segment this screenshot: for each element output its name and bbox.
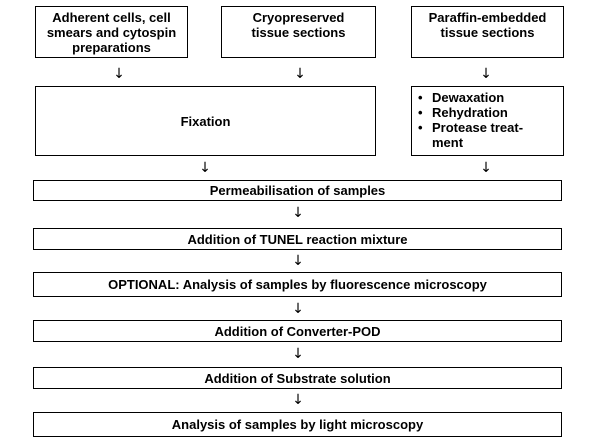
pretreatment-step-rehydration: Rehydration	[416, 105, 532, 120]
pretreatment-list: Dewaxation Rehydration Protease treat-me…	[416, 90, 532, 150]
paraffin-pretreatment-box: Dewaxation Rehydration Protease treat-me…	[411, 86, 564, 156]
pretreatment-step-dewaxation: Dewaxation	[416, 90, 532, 105]
arrow-down-icon: ↓	[480, 160, 492, 176]
step-permeabilisation: Permeabilisation of samples	[33, 180, 562, 201]
step-light-microscopy: Analysis of samples by light microscopy	[33, 412, 562, 437]
arrow-down-icon: ↓	[480, 66, 492, 82]
step-converter-pod: Addition of Converter-POD	[33, 320, 562, 342]
step-substrate-solution-label: Addition of Substrate solution	[204, 370, 391, 386]
step-substrate-solution: Addition of Substrate solution	[33, 367, 562, 389]
step-permeabilisation-label: Permeabilisation of samples	[209, 183, 386, 198]
arrow-down-icon: ↓	[199, 160, 211, 176]
arrow-down-icon: ↓	[292, 392, 304, 408]
arrow-down-icon: ↓	[292, 205, 304, 221]
input-box-paraffin: Paraffin-embedded tissue sections	[411, 6, 564, 58]
step-tunel-reaction-label: Addition of TUNEL reaction mixture	[187, 231, 408, 247]
arrow-down-icon: ↓	[294, 66, 306, 82]
pretreatment-step-protease: Protease treat-ment	[416, 120, 532, 150]
step-tunel-reaction: Addition of TUNEL reaction mixture	[33, 228, 562, 250]
input-box-cryopreserved: Cryopreserved tissue sections	[221, 6, 376, 58]
step-fluorescence-microscopy-label: OPTIONAL: Analysis of samples by fluores…	[108, 277, 487, 292]
arrow-down-icon: ↓	[292, 301, 304, 317]
step-converter-pod-label: Addition of Converter-POD	[214, 323, 381, 339]
input-label-cryopreserved: Cryopreserved tissue sections	[251, 10, 346, 40]
input-label-paraffin: Paraffin-embedded tissue sections	[428, 10, 547, 40]
arrow-down-icon: ↓	[292, 253, 304, 269]
arrow-down-icon: ↓	[113, 66, 125, 82]
step-fluorescence-microscopy: OPTIONAL: Analysis of samples by fluores…	[33, 272, 562, 297]
input-label-adherent-cells: Adherent cells, cell smears and cytospin…	[46, 10, 177, 55]
input-box-adherent-cells: Adherent cells, cell smears and cytospin…	[35, 6, 188, 58]
step-light-microscopy-label: Analysis of samples by light microscopy	[171, 417, 424, 432]
fixation-label: Fixation	[180, 113, 231, 129]
arrow-down-icon: ↓	[292, 346, 304, 362]
fixation-box: Fixation	[35, 86, 376, 156]
